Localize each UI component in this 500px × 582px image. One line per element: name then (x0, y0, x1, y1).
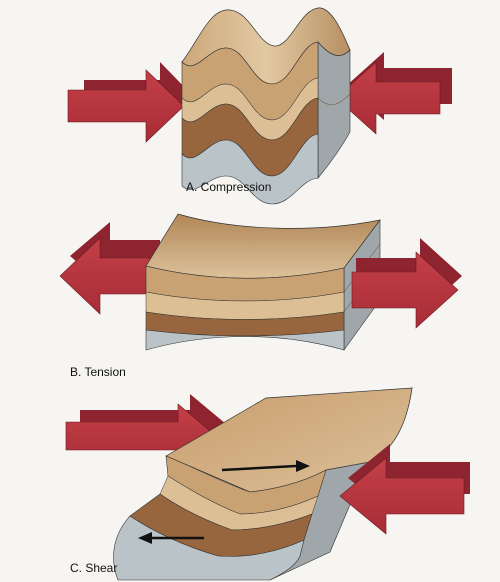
tension-arrow-left (59, 222, 160, 315)
caption-tension: B. Tension (70, 365, 126, 379)
shear-panel (65, 387, 470, 581)
compression-side-face (317, 41, 351, 179)
compression-panel (67, 7, 452, 205)
shear-motion-arrow-left-icon (138, 532, 204, 544)
tension-panel (59, 213, 462, 351)
compression-arrow-left (67, 62, 192, 143)
compression-arrow-right (335, 52, 452, 135)
shear-motion-arrow-right-icon (221, 460, 310, 472)
compression-layer-base (181, 133, 319, 205)
tension-layer-base (145, 329, 345, 351)
shear-layer-base (113, 515, 305, 581)
shear-arrow-right (339, 444, 470, 535)
tension-arrow-right (351, 238, 462, 329)
caption-shear: C. Shear (70, 561, 118, 575)
caption-compression: A. Compression (186, 180, 272, 194)
